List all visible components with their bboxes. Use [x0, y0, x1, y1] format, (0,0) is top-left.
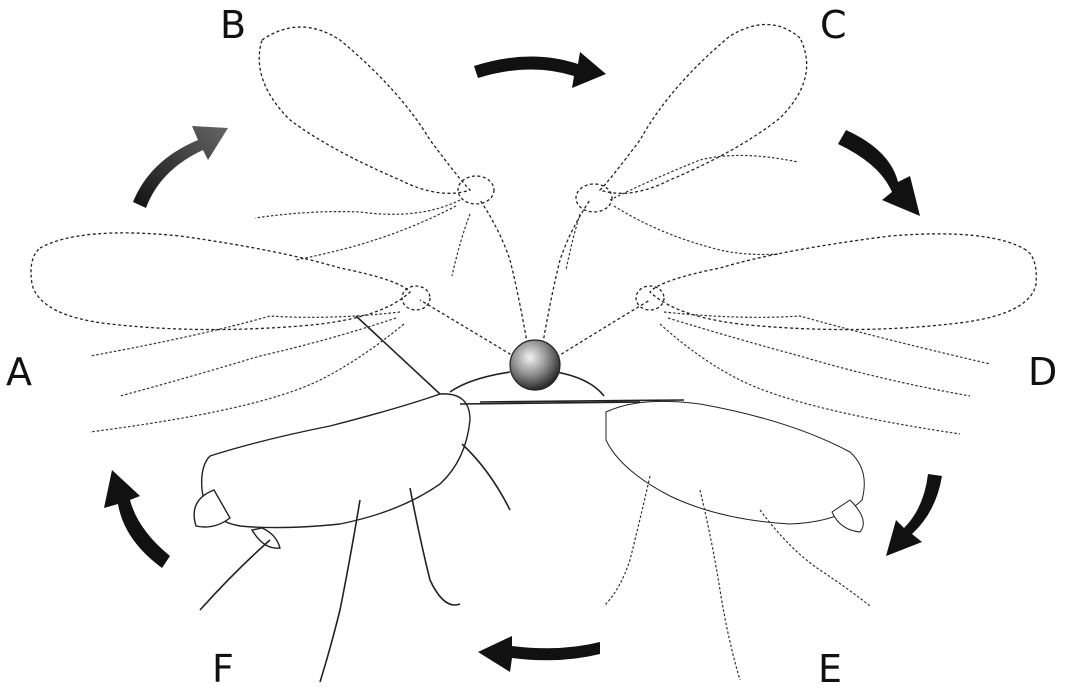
- label-f: F: [212, 647, 234, 691]
- insect-b-outline: [255, 27, 494, 276]
- arrow-d-to-e: [886, 474, 942, 556]
- label-a: A: [6, 350, 32, 394]
- insect-e-outline: [480, 400, 870, 680]
- arrow-c-to-d: [838, 130, 920, 216]
- arrow-b-to-c: [474, 52, 606, 88]
- insect-c-outline: [566, 24, 807, 270]
- arrow-a-to-b: [133, 126, 228, 208]
- label-e: E: [818, 647, 842, 691]
- insect-f-solid: [194, 316, 640, 682]
- pivot-sphere: [510, 340, 560, 390]
- label-c: C: [820, 3, 847, 47]
- arrow-f-to-a: [104, 470, 170, 568]
- arrow-e-to-f: [478, 636, 600, 672]
- label-d: D: [1028, 350, 1057, 394]
- insect-a-outline: [31, 233, 430, 432]
- label-b: B: [220, 3, 246, 47]
